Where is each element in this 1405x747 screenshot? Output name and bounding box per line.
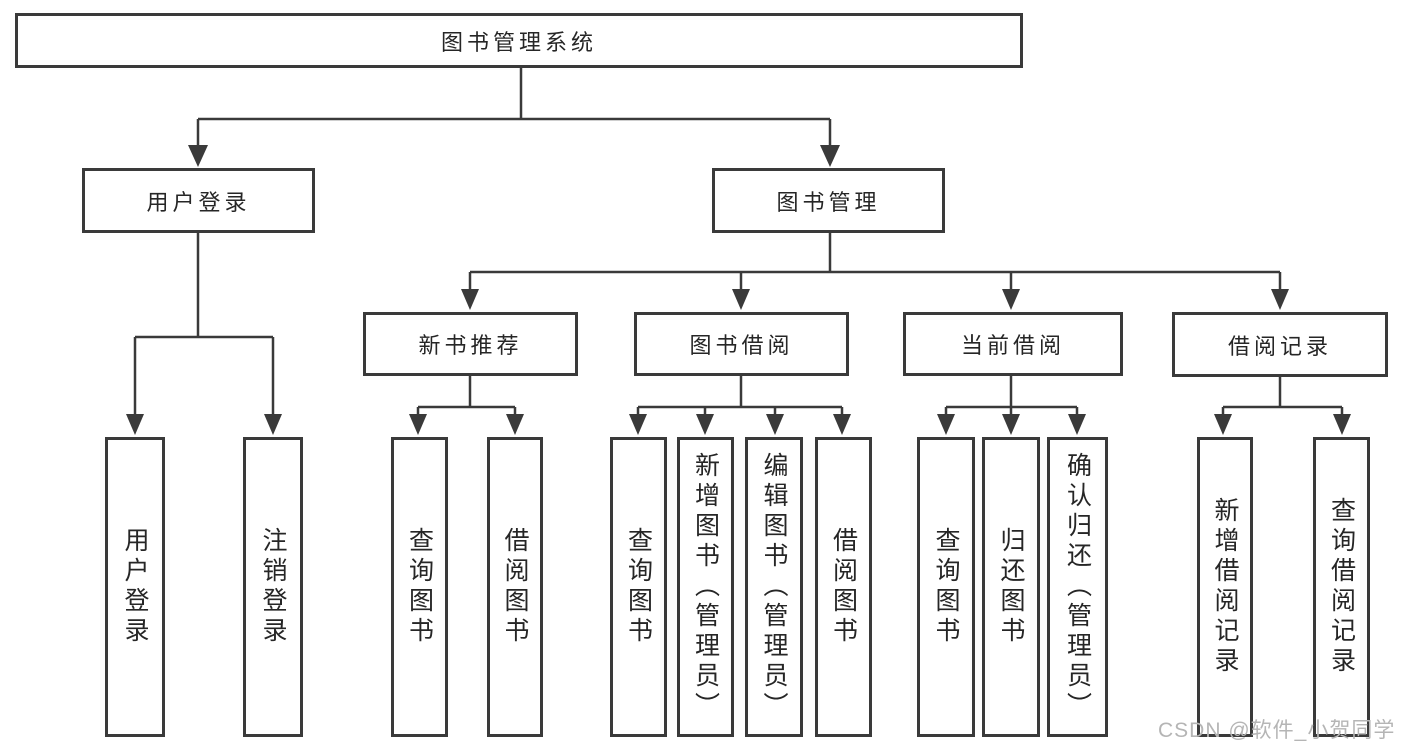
- leaf-add-borrow-record-label: 新增借阅记录: [1211, 497, 1239, 677]
- leaf-query-books-3: 查询图书: [917, 437, 975, 737]
- leaf-borrow-books-1: 借阅图书: [487, 437, 543, 737]
- leaf-edit-books-admin: 编辑图书（管理员）: [745, 437, 803, 737]
- leaf-borrow-books-2: 借阅图书: [815, 437, 872, 737]
- csdn-watermark: CSDN @软件_小贺同学: [1158, 719, 1396, 742]
- leaf-query-books-2: 查询图书: [610, 437, 667, 737]
- node-book-management: 图书管理: [712, 168, 945, 233]
- connector-user-login-to-leaves: [126, 233, 282, 435]
- leaf-query-borrow-record-label: 查询借阅记录: [1327, 497, 1356, 677]
- leaf-query-books-1: 查询图书: [391, 437, 448, 737]
- leaf-return-books: 归还图书: [982, 437, 1040, 737]
- node-borrow-records: 借阅记录: [1172, 312, 1388, 377]
- leaf-query-borrow-record: 查询借阅记录: [1313, 437, 1370, 737]
- leaf-query-books-1-label: 查询图书: [405, 527, 434, 647]
- leaf-query-books-3-label: 查询图书: [932, 527, 960, 647]
- node-user-login: 用户登录: [82, 168, 315, 233]
- leaf-logout: 注销登录: [243, 437, 303, 737]
- leaf-user-login-label: 用户登录: [121, 527, 149, 647]
- leaf-logout-label: 注销登录: [259, 527, 287, 647]
- leaf-user-login: 用户登录: [105, 437, 165, 737]
- connector-book-borrow-to-leaves: [629, 376, 851, 435]
- connector-book-mgmt-to-level3: [461, 233, 1289, 310]
- connector-root-to-level2: [188, 68, 840, 167]
- leaf-add-borrow-record: 新增借阅记录: [1197, 437, 1253, 737]
- leaf-add-books-admin: 新增图书（管理员）: [677, 437, 734, 737]
- node-library-management-system: 图书管理系统: [15, 13, 1023, 68]
- leaf-add-books-admin-label: 新增图书（管理员）: [691, 452, 720, 722]
- leaf-borrow-books-1-label: 借阅图书: [501, 527, 529, 647]
- leaf-confirm-return-admin: 确认归还（管理员）: [1047, 437, 1108, 737]
- connector-borrow-records-to-leaves: [1214, 377, 1351, 435]
- node-current-borrow: 当前借阅: [903, 312, 1123, 376]
- leaf-query-books-2-label: 查询图书: [624, 527, 653, 647]
- node-book-borrow: 图书借阅: [634, 312, 849, 376]
- connector-new-books-to-leaves: [409, 376, 524, 435]
- leaf-confirm-return-admin-label: 确认归还（管理员）: [1063, 452, 1092, 722]
- leaf-edit-books-admin-label: 编辑图书（管理员）: [760, 452, 788, 722]
- leaf-return-books-label: 归还图书: [997, 527, 1025, 647]
- node-new-book-recommend: 新书推荐: [363, 312, 578, 376]
- connector-current-borrow-to-leaves: [937, 376, 1086, 435]
- leaf-borrow-books-2-label: 借阅图书: [829, 527, 858, 647]
